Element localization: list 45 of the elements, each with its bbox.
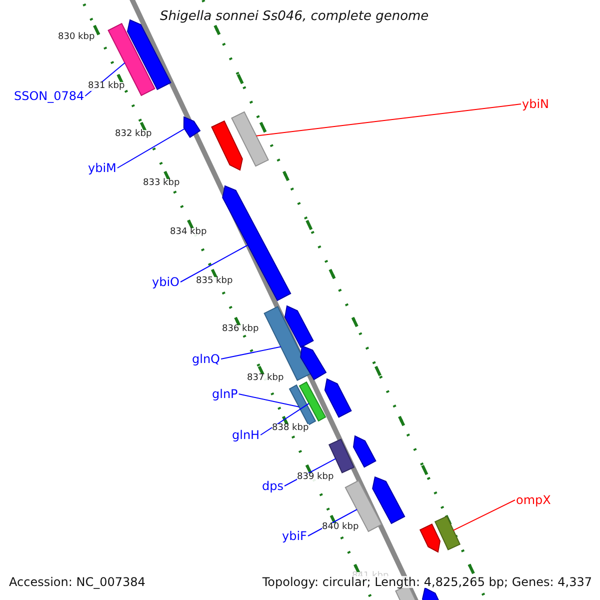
scale-label: 837 kbp [247,374,284,383]
gene-name: ybiO [152,276,180,288]
title: Shigella sonnei Ss046, complete genome [160,10,429,23]
gene-name: glnH [232,429,260,441]
gene-name: dps [262,480,284,492]
scale-label: 831 kbp [88,82,125,91]
gene-name: ybiM [88,162,116,174]
leader-line [116,128,185,168]
gene-block-pointed [324,378,352,418]
scale-label: 839 kbp [297,473,334,482]
leader-line [220,346,282,360]
leader-line [180,244,248,282]
gene-block [344,480,382,532]
gene-block-pointed [352,435,376,468]
gene-name: ompX [516,494,551,506]
scale-label: 834 kbp [170,228,207,237]
scale-label: 838 kbp [272,424,309,433]
gene-name: ybiN [522,98,550,110]
gene-block-pointed [183,116,201,138]
leader-line [256,104,522,136]
scale-label: 832 kbp [115,130,152,139]
gene-block [298,381,326,422]
footer-text: Accession: NC_007384 [9,576,146,588]
scale-label: 835 kbp [196,277,233,286]
gene-name: glnP [212,388,238,400]
gene-block [434,516,461,550]
leader-line [260,402,310,436]
leader-line [452,500,516,531]
gene-name: SSON_0784 [14,90,84,102]
scale-label: 833 kbp [143,179,180,188]
scale-label: 830 kbp [58,33,95,42]
gene-block [328,438,355,474]
gene-block [108,22,156,96]
scale-label: 840 kbp [322,523,359,532]
gene-block [264,306,312,381]
gene-block-pointed [211,120,243,171]
gene-block-pointed [284,305,314,348]
gene-block-pointed [419,524,441,553]
gene-name: glnQ [192,353,220,365]
gene-name: ybiF [282,530,307,542]
leader-line [238,394,300,408]
gene-block-pointed [372,476,406,524]
scale-label: 836 kbp [222,325,259,334]
gene-block [231,111,269,167]
gene-block-pointed [300,345,327,380]
